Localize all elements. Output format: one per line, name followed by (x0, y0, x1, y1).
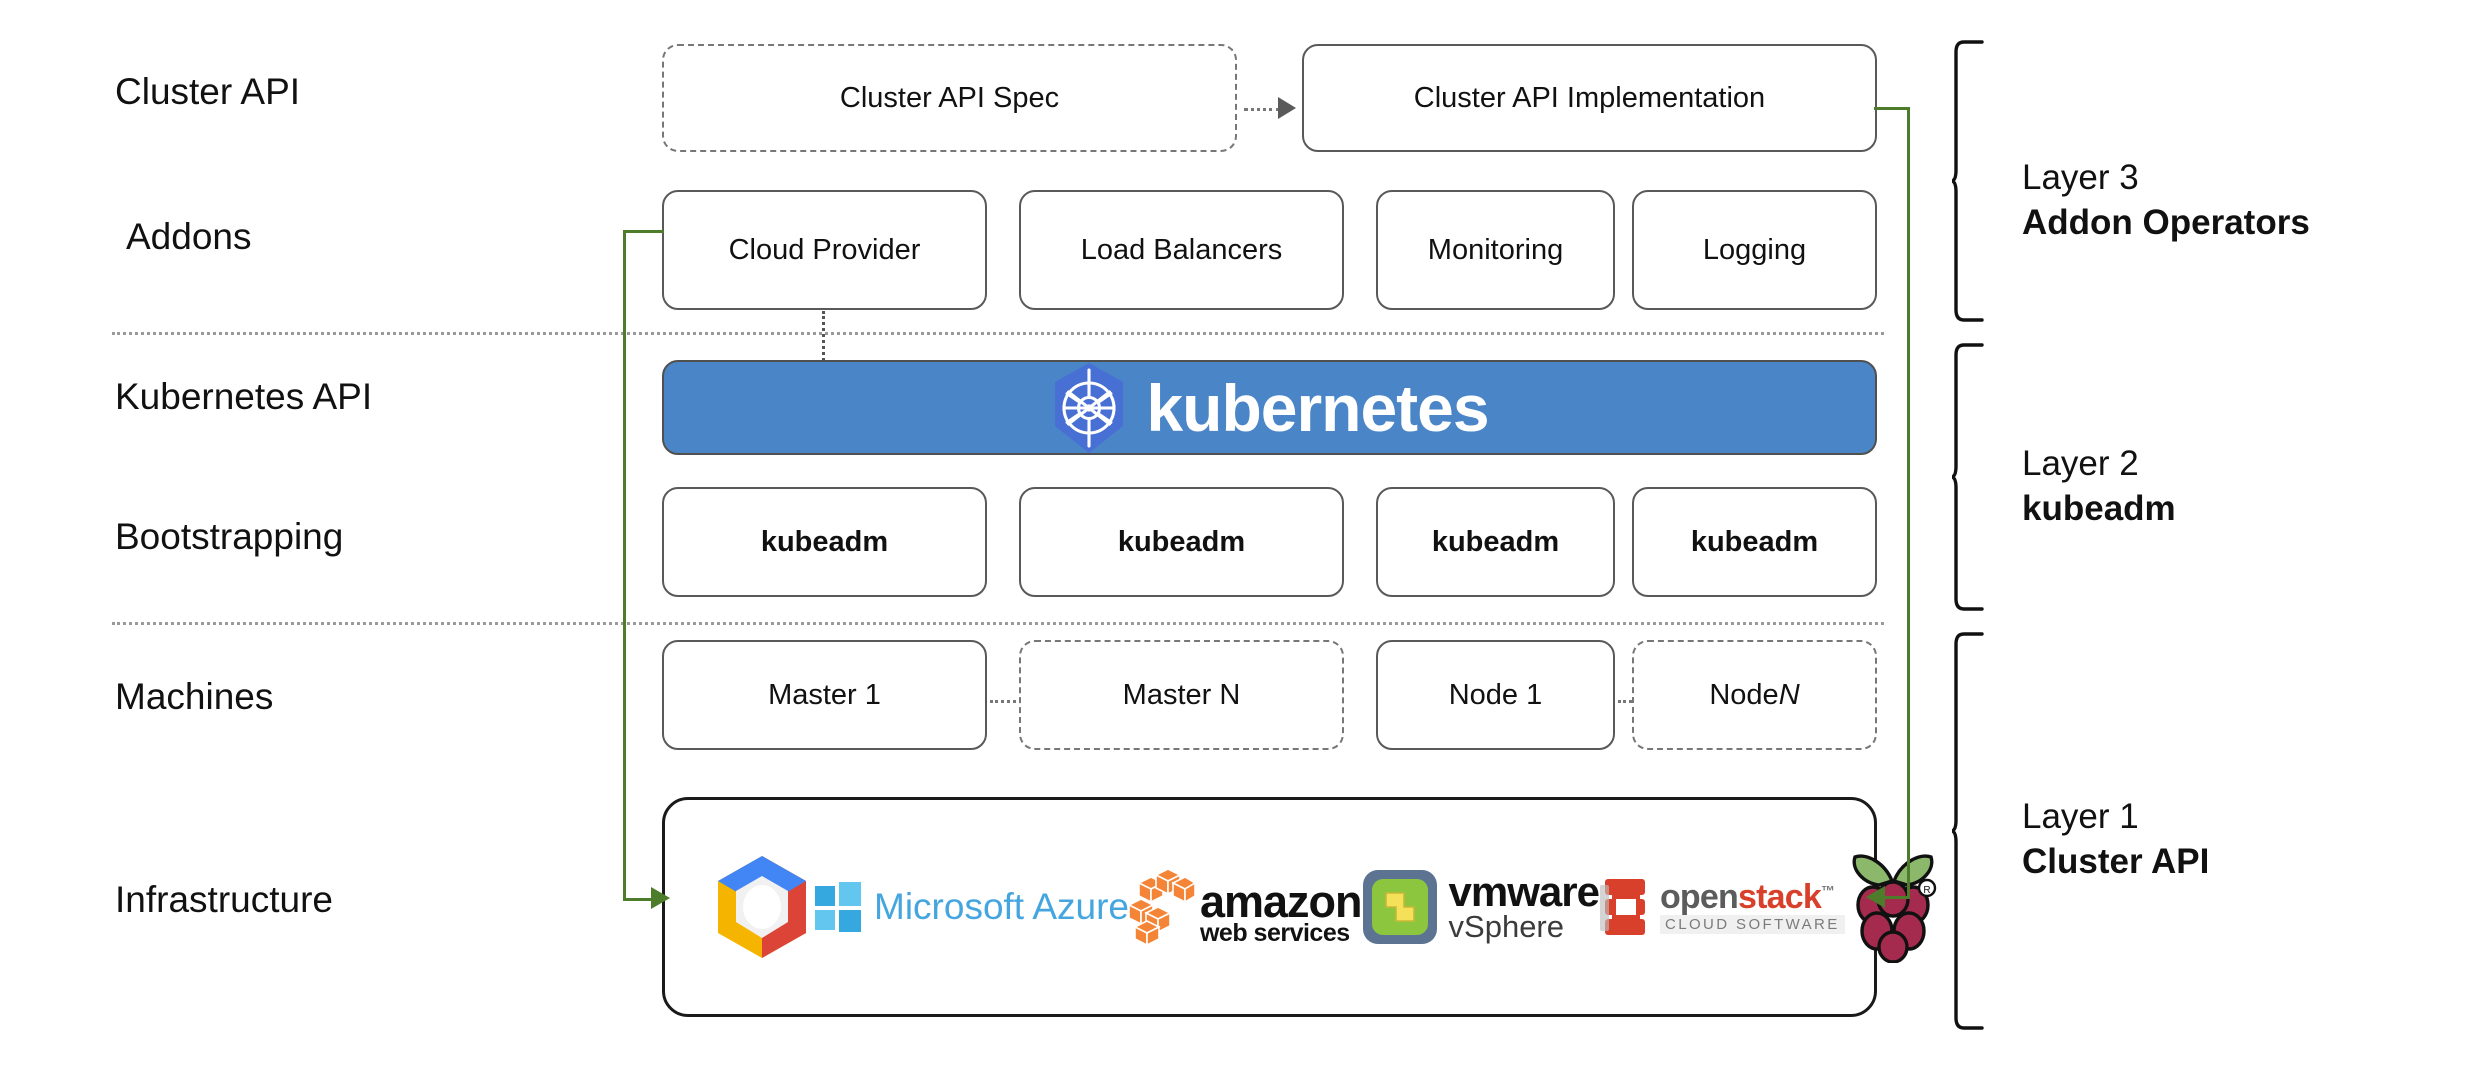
connector-left-top-segment (623, 230, 664, 233)
layer-label-3: Layer 3 Addon Operators (2022, 156, 2310, 246)
connector-right-top-segment (1874, 107, 1910, 110)
openstack-logo-icon: openstack™ CLOUD SOFTWARE (1599, 875, 1845, 939)
row-label-bootstrapping: Bootstrapping (115, 516, 344, 557)
layer-1-name: Cluster API (2022, 841, 2210, 881)
box-kubeadm-1[interactable]: kubeadm (662, 487, 987, 597)
box-cluster-api-spec[interactable]: Cluster API Spec (662, 44, 1237, 152)
box-machine-master-1[interactable]: Master 1 (662, 640, 987, 750)
connector-spec-to-impl (1244, 108, 1280, 111)
box-machine-node-n-label: Node (1709, 678, 1779, 711)
microsoft-azure-label: Microsoft Azure (874, 886, 1129, 927)
layer-3-name: Addon Operators (2022, 202, 2310, 242)
box-addon-logging[interactable]: Logging (1632, 190, 1877, 310)
kubernetes-wordmark: kubernetes (1146, 370, 1489, 445)
box-kubeadm-3[interactable]: kubeadm (1376, 487, 1615, 597)
connector-right-bottom-segment (1884, 896, 1910, 899)
box-kubeadm-4[interactable]: kubeadm (1632, 487, 1877, 597)
vsphere-label: vSphere (1448, 909, 1564, 945)
brace-layer-2 (1950, 343, 1986, 616)
box-addon-monitoring[interactable]: Monitoring (1376, 190, 1615, 310)
connector-left-vertical-segment (623, 230, 626, 900)
row-label-machines: Machines (115, 676, 274, 717)
box-machine-node-n[interactable]: Node N (1632, 640, 1877, 750)
raspberry-pi-logo-icon: R (1845, 851, 1941, 963)
openstack-tagline: CLOUD SOFTWARE (1659, 914, 1845, 934)
row-label-cluster-api: Cluster API (115, 71, 301, 112)
separator-layer2-layer1 (112, 622, 1884, 625)
box-cluster-api-implementation[interactable]: Cluster API Implementation (1302, 44, 1877, 152)
svg-text:R: R (1923, 885, 1930, 896)
kubernetes-banner[interactable]: kubernetes (662, 360, 1877, 455)
brace-layer-1 (1950, 632, 1986, 1035)
box-kubeadm-2[interactable]: kubeadm (1019, 487, 1344, 597)
amazon-web-services-logo-icon: amazon web services (1128, 869, 1363, 947)
vmware-vsphere-logo-icon: vmware vSphere (1362, 867, 1600, 945)
box-addon-load-balancers[interactable]: Load Balancers (1019, 190, 1344, 310)
row-label-kubernetes-api: Kubernetes API (115, 376, 373, 417)
google-cloud-platform-logo-icon (711, 852, 813, 962)
arrowhead-right-into-infrastructure-icon (1866, 886, 1885, 908)
aws-webservices-label: web services (1199, 919, 1350, 947)
arrowhead-left-into-infrastructure-icon (651, 887, 670, 909)
box-machine-master-n[interactable]: Master N (1019, 640, 1344, 750)
kubernetes-helm-wheel-icon (1050, 362, 1128, 454)
vmware-label: vmware (1448, 867, 1600, 915)
box-machine-node-1[interactable]: Node 1 (1376, 640, 1615, 750)
connector-cloud-provider-to-kubernetes (822, 311, 825, 361)
aws-amazon-label: amazon (1199, 875, 1363, 927)
brace-layer-3 (1950, 40, 1986, 327)
layer-label-1: Layer 1 Cluster API (2022, 795, 2209, 885)
connector-master1-to-masterN (990, 700, 1016, 703)
layer-2-name: kubeadm (2022, 488, 2176, 528)
microsoft-azure-logo-icon: Microsoft Azure (813, 882, 1129, 932)
box-addon-cloud-provider[interactable]: Cloud Provider (662, 190, 987, 310)
box-machine-node-n-italic: N (1778, 678, 1800, 711)
connector-right-vertical-segment (1907, 107, 1910, 898)
connector-left-bottom-segment (623, 898, 655, 901)
row-label-infrastructure: Infrastructure (115, 879, 333, 920)
connector-node1-to-nodeN (1618, 700, 1644, 703)
arrowhead-spec-to-impl-icon (1278, 97, 1296, 119)
separator-layer3-layer2 (112, 332, 1884, 335)
row-label-addons: Addons (126, 216, 252, 257)
infrastructure-panel[interactable]: Microsoft Azure amazon web services (662, 797, 1936, 1017)
layer-1-number: Layer 1 (2022, 797, 2139, 836)
openstack-label: openstack™ (1659, 878, 1835, 917)
layer-3-number: Layer 3 (2022, 158, 2139, 197)
layer-2-number: Layer 2 (2022, 444, 2139, 483)
layer-label-2: Layer 2 kubeadm (2022, 442, 2176, 532)
